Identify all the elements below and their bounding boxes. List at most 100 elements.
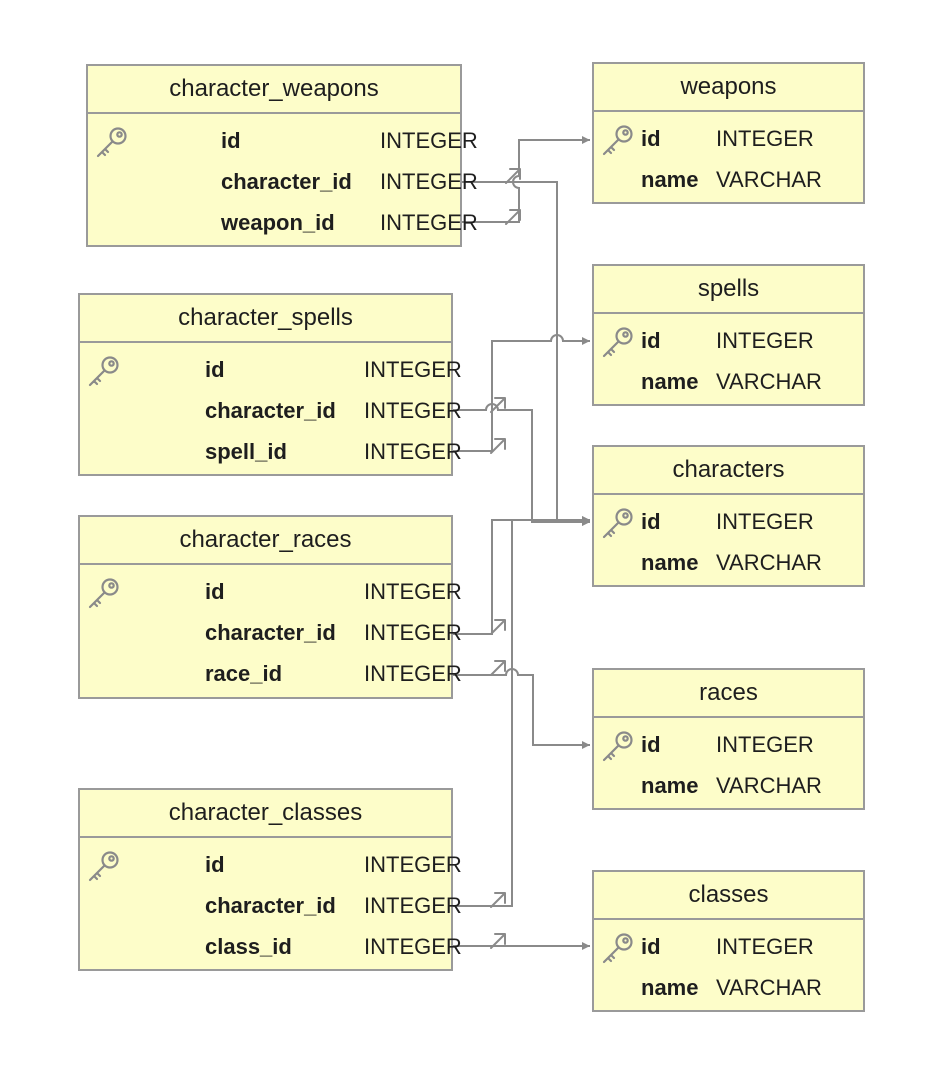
column-name: id — [641, 732, 661, 757]
column-name: id — [205, 852, 225, 877]
foreign-key-arrow-icon[interactable] — [487, 930, 509, 952]
edge-character-classes-to-characters — [453, 516, 590, 907]
column-row-race-id[interactable]: race_id INTEGER — [80, 655, 506, 696]
column-type: INTEGER — [716, 732, 814, 757]
table-characters[interactable]: characters id INTEGER name VARCHAR — [592, 445, 865, 587]
column-type: INTEGER — [380, 210, 478, 235]
primary-key-icon — [86, 577, 120, 609]
primary-key-icon — [600, 326, 634, 358]
column-name: id — [221, 128, 241, 153]
column-name: id — [641, 509, 661, 534]
table-title: races — [594, 670, 863, 718]
foreign-key-arrow-icon[interactable] — [487, 394, 509, 416]
table-classes[interactable]: classes id INTEGER name VARCHAR — [592, 870, 865, 1012]
column-type: VARCHAR — [716, 167, 822, 192]
table-title: character_spells — [80, 295, 451, 343]
column-type: VARCHAR — [716, 773, 822, 798]
column-name: character_id — [205, 620, 336, 645]
column-name: character_id — [205, 398, 336, 423]
column-row-character-id[interactable]: character_id INTEGER — [88, 163, 521, 204]
primary-key-icon — [86, 355, 120, 387]
column-type: VARCHAR — [716, 550, 822, 575]
column-row-name[interactable]: name VARCHAR — [594, 767, 863, 808]
column-name: id — [205, 579, 225, 604]
primary-key-icon — [600, 124, 634, 156]
column-type: INTEGER — [364, 934, 462, 959]
column-row-id[interactable]: id INTEGER — [594, 726, 863, 767]
column-row-id[interactable]: id INTEGER — [594, 928, 863, 969]
table-title: weapons — [594, 64, 863, 112]
column-name: class_id — [205, 934, 292, 959]
column-name: character_id — [221, 169, 352, 194]
foreign-key-arrow-icon[interactable] — [487, 657, 509, 679]
column-row-id[interactable]: id INTEGER — [80, 351, 462, 392]
column-type: INTEGER — [380, 169, 478, 194]
foreign-key-arrow-icon[interactable] — [487, 616, 509, 638]
column-type: INTEGER — [364, 357, 462, 382]
column-name: name — [641, 369, 699, 394]
table-weapons[interactable]: weapons id INTEGER name VARCHAR — [592, 62, 865, 204]
edge-character-spells-to-characters — [453, 403, 590, 526]
column-type: INTEGER — [364, 661, 462, 686]
column-name: name — [641, 975, 699, 1000]
column-name: weapon_id — [221, 210, 335, 235]
column-row-character-id[interactable]: character_id INTEGER — [80, 392, 506, 433]
table-title: classes — [594, 872, 863, 920]
column-name: name — [641, 773, 699, 798]
column-type: VARCHAR — [716, 975, 822, 1000]
column-row-id[interactable]: id INTEGER — [80, 573, 462, 614]
column-row-id[interactable]: id INTEGER — [594, 120, 863, 161]
column-row-class-id[interactable]: class_id INTEGER — [80, 928, 506, 969]
column-name: name — [641, 550, 699, 575]
primary-key-icon — [94, 126, 128, 158]
column-row-name[interactable]: name VARCHAR — [594, 363, 863, 404]
column-name: id — [205, 357, 225, 382]
column-row-name[interactable]: name VARCHAR — [594, 544, 863, 585]
column-type: INTEGER — [364, 893, 462, 918]
column-type: INTEGER — [364, 620, 462, 645]
column-type: INTEGER — [364, 579, 462, 604]
table-title: characters — [594, 447, 863, 495]
foreign-key-arrow-icon[interactable] — [487, 889, 509, 911]
column-name: race_id — [205, 661, 283, 686]
column-name: id — [641, 126, 661, 151]
column-row-name[interactable]: name VARCHAR — [594, 969, 863, 1010]
table-races[interactable]: races id INTEGER name VARCHAR — [592, 668, 865, 810]
column-name: spell_id — [205, 439, 287, 464]
foreign-key-arrow-icon[interactable] — [487, 435, 509, 457]
column-type: INTEGER — [716, 934, 814, 959]
column-row-character-id[interactable]: character_id INTEGER — [80, 614, 506, 655]
primary-key-icon — [600, 507, 634, 539]
foreign-key-arrow-icon[interactable] — [502, 206, 524, 228]
column-row-weapon-id[interactable]: weapon_id INTEGER — [88, 204, 521, 245]
edge-character-races-to-races — [453, 668, 590, 749]
primary-key-icon — [86, 850, 120, 882]
column-type: INTEGER — [364, 852, 462, 877]
column-row-name[interactable]: name VARCHAR — [594, 161, 863, 202]
column-name: name — [641, 167, 699, 192]
edge-character-weapons-to-characters — [462, 181, 590, 526]
column-type: INTEGER — [716, 126, 814, 151]
edge-character-spells-to-spells — [453, 334, 590, 452]
table-title: spells — [594, 266, 863, 314]
column-type: INTEGER — [716, 509, 814, 534]
table-title: character_races — [80, 517, 451, 565]
column-name: id — [641, 934, 661, 959]
column-type: INTEGER — [716, 328, 814, 353]
column-type: VARCHAR — [716, 369, 822, 394]
column-row-id[interactable]: id INTEGER — [594, 503, 863, 544]
edge-character-weapons-to-weapons — [462, 136, 590, 223]
table-title: character_weapons — [88, 66, 460, 114]
column-type: INTEGER — [364, 398, 462, 423]
column-row-id[interactable]: id INTEGER — [80, 846, 462, 887]
foreign-key-arrow-icon[interactable] — [502, 165, 524, 187]
